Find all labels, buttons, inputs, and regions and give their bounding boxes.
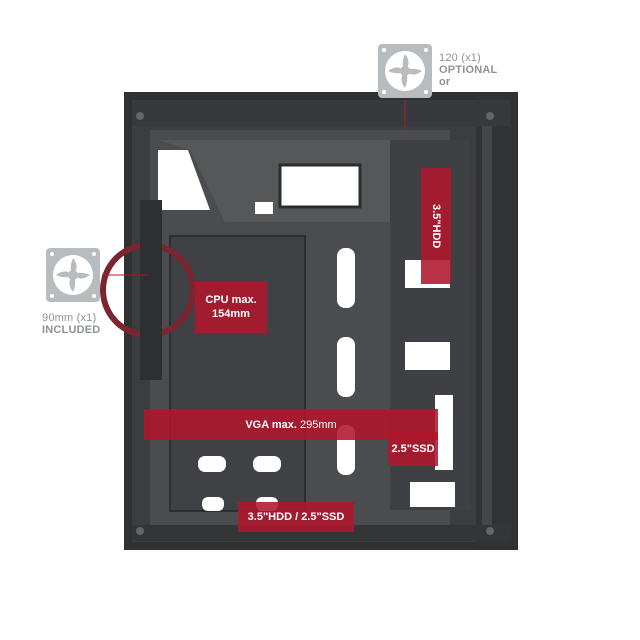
bottom-bay-part-b: 2.5"SSD: [301, 511, 345, 523]
front-fan-caption: 90mm (x1) INCLUDED: [42, 312, 100, 336]
cpu-label-name: CPU max.: [205, 294, 257, 306]
ssd-label-text: 2.5"SSD: [391, 443, 435, 455]
vga-label-name: VGA max.: [245, 418, 297, 431]
vga-label-value: 295mm: [299, 418, 337, 431]
bottom-bay-label: 3.5"HDD / 2.5"SSD: [238, 502, 354, 532]
bottom-bay-sep: /: [292, 511, 302, 523]
top-fan-caption: 120 (x1) OPTIONAL or: [439, 52, 497, 88]
top-fan-note: OPTIONAL: [439, 64, 498, 76]
front-fan-badge: [46, 248, 100, 302]
top-fan-extra: or: [439, 76, 451, 88]
ssd-label: 2.5"SSD: [388, 432, 438, 466]
front-fan-note: INCLUDED: [42, 324, 101, 336]
hdd-bay-label: 3.5"HDD: [421, 168, 451, 284]
fan-icon: [50, 252, 96, 298]
cpu-clearance-label: CPU max. 154mm: [195, 281, 267, 333]
top-fan-badge: [378, 44, 432, 98]
top-fan-size: 120 (x1): [439, 52, 481, 64]
front-fan-size: 90mm (x1): [42, 312, 97, 324]
bottom-bay-part-a: 3.5"HDD: [247, 511, 293, 523]
cpu-label-value: 154mm: [212, 308, 250, 320]
hdd-bay-text: 3.5"HDD: [430, 203, 442, 249]
fan-icon: [382, 48, 428, 94]
